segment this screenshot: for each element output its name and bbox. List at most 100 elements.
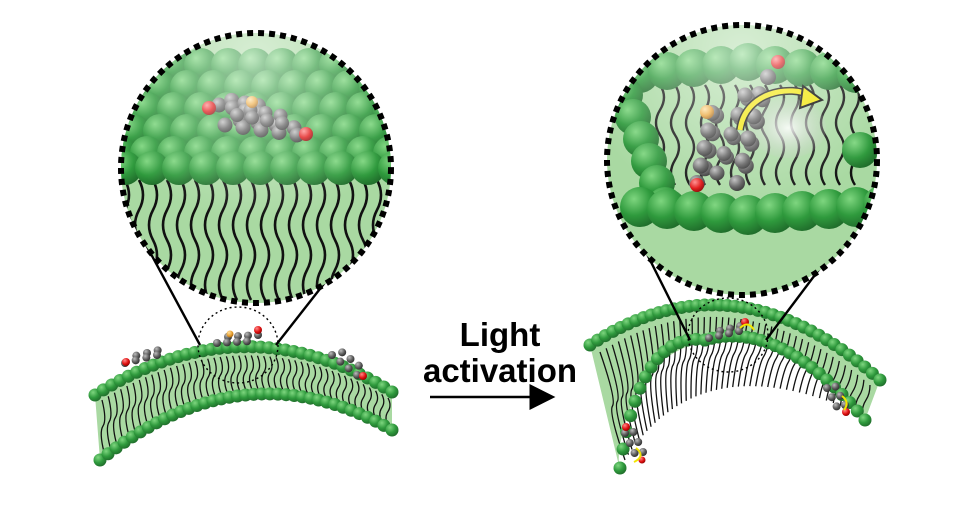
carbon-atom	[735, 327, 743, 335]
lipid-tail	[298, 361, 304, 392]
lipid-tail	[193, 360, 199, 401]
carbon-atom	[832, 402, 841, 411]
oxygen-atom	[359, 372, 367, 380]
left-lipid-tails	[100, 355, 391, 453]
lipid-tail	[162, 369, 168, 413]
rotation-arrow-icon	[841, 395, 848, 411]
lipid-tail	[599, 351, 626, 461]
lipid-tail	[366, 387, 372, 416]
lipid-tail	[137, 379, 143, 427]
carbon-atom	[823, 384, 831, 392]
carbon-atom	[344, 364, 353, 373]
lipid-tail	[199, 359, 205, 399]
lipid-tail	[341, 375, 348, 404]
carbon-atom	[336, 357, 345, 366]
lipid-headgroup	[386, 70, 391, 104]
lipid-tail	[100, 399, 106, 453]
lipid-tail	[242, 355, 248, 390]
lipid-tail	[261, 355, 267, 389]
lipid-tail	[304, 363, 310, 393]
lipid-tail	[149, 374, 155, 420]
left-zoom-region	[197, 306, 279, 384]
carbon-atom	[827, 393, 836, 402]
lipid-tail	[329, 370, 335, 400]
lipid-headgroup	[628, 394, 642, 408]
oxygen-atom	[122, 358, 130, 366]
carbon-atom	[131, 356, 140, 365]
rotation-arrow-icon	[739, 323, 755, 331]
carbon-atom	[233, 337, 241, 346]
oxygen-atom	[254, 326, 262, 334]
lipid-headgroup	[385, 385, 399, 399]
carbon-atom	[354, 361, 363, 370]
lipid-tail	[385, 179, 391, 301]
carbon-atom	[328, 351, 336, 359]
carbon-atom	[346, 355, 355, 363]
lipid-headgroup	[633, 381, 647, 395]
lipid-tail	[348, 378, 354, 407]
lipid-tail	[785, 338, 804, 390]
lipid-tail	[131, 382, 137, 431]
carbon-atom	[625, 439, 634, 447]
lipid-tail	[267, 356, 273, 389]
lipid-tail	[236, 355, 242, 391]
carbon-atom	[831, 382, 840, 391]
lipid-tail	[125, 385, 131, 435]
lipid-headgroup	[121, 48, 137, 82]
left-inset	[118, 30, 394, 306]
lipid-tail	[217, 356, 224, 394]
lipid-headgroup	[613, 461, 627, 475]
lipid-tail	[779, 336, 798, 389]
lipid-tail	[143, 377, 149, 423]
lipid-tail	[168, 367, 174, 410]
carbon-atom	[629, 428, 638, 436]
lipid-headgroup	[386, 114, 391, 148]
lipid-tail	[286, 358, 292, 390]
carbon-atom	[705, 334, 713, 342]
lipid-tail	[279, 357, 286, 390]
oxygen-atom	[842, 408, 850, 416]
carbon-atom	[725, 329, 733, 338]
left-membrane	[88, 214, 399, 467]
lipid-tail	[119, 389, 124, 439]
oxygen-atom	[622, 423, 630, 431]
lipid-tail	[112, 392, 118, 443]
lipid-tail	[174, 365, 180, 408]
lipid-tail	[106, 396, 112, 448]
lipid-tail	[317, 366, 323, 396]
lipid-tail	[230, 355, 236, 392]
lipid-headgroup	[873, 373, 887, 387]
carbon-atom	[338, 348, 347, 357]
zoom-inset-after	[604, 22, 880, 298]
lipid-tail	[323, 368, 329, 398]
lipid-tail	[360, 384, 366, 413]
lipid-headgroup	[850, 404, 864, 418]
carbon-atom	[223, 338, 231, 347]
lipid-tail	[372, 390, 379, 419]
lipid-tail	[205, 358, 211, 397]
lipid-tail	[648, 327, 656, 423]
lipid-tail	[292, 360, 298, 391]
carbon-atom	[243, 337, 251, 346]
caption-light: Light	[459, 316, 541, 353]
lipid-tail	[248, 355, 255, 389]
carbon-atom	[634, 438, 643, 446]
caption-activation: activation	[422, 352, 578, 389]
lipid-headgroup	[616, 442, 630, 456]
carbon-atom	[142, 353, 151, 362]
carbon-atom	[353, 371, 361, 379]
lipid-headgroup	[385, 423, 399, 437]
lipid-tail	[767, 330, 785, 388]
lipid-tail	[654, 325, 660, 420]
lipid-tail	[186, 362, 193, 403]
carbon-atom	[630, 449, 639, 457]
left-probe-molecules	[121, 326, 367, 380]
carbon-atom	[153, 351, 161, 359]
right-inset	[604, 22, 880, 298]
zoom-inset-before	[118, 30, 394, 306]
lipid-tail	[335, 373, 341, 402]
lipid-tail	[660, 324, 665, 416]
carbon-atom	[715, 331, 723, 340]
